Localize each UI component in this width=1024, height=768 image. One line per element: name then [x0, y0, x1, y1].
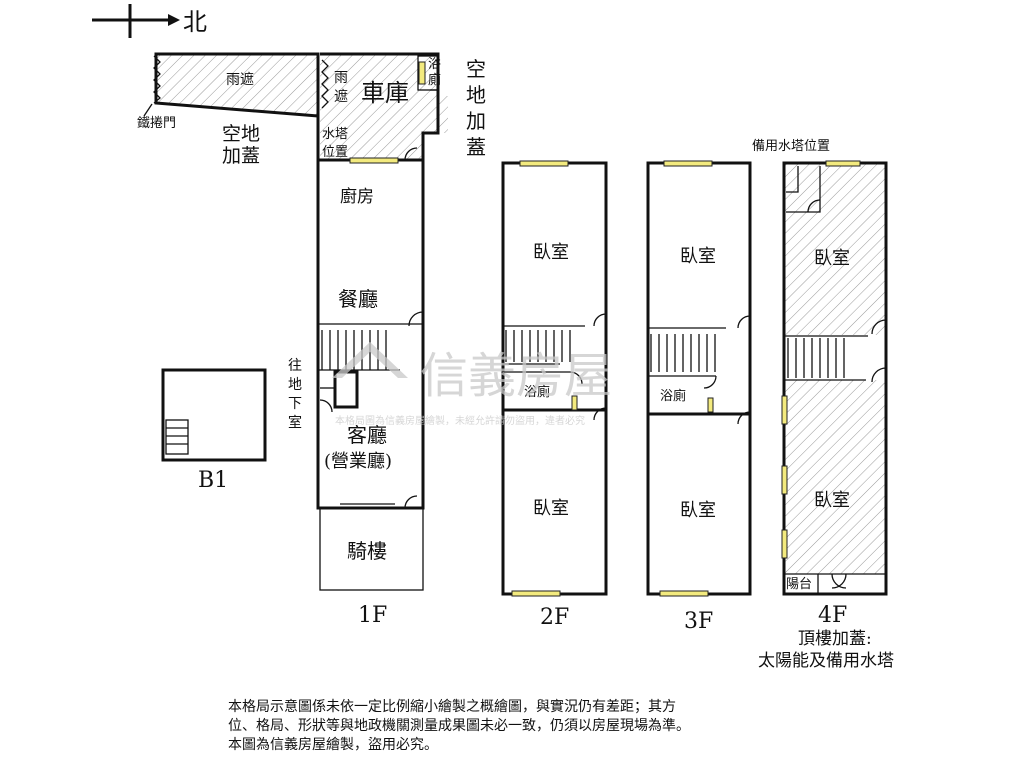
label-vacant-right-4: 蓋 [466, 135, 486, 159]
label-floor-2f: 2F [540, 605, 569, 630]
label-2f-bedroom-bottom: 臥室 [533, 498, 569, 519]
floor-b1 [161, 368, 267, 462]
label-vacant-right-3: 加 [466, 109, 486, 133]
label-3f-bedroom-top: 臥室 [680, 246, 716, 267]
label-vacant-left-2: 加蓋 [222, 145, 260, 167]
house-logo-icon [332, 342, 408, 378]
label-roof-note-2: 太陽能及備用水塔 [758, 651, 894, 671]
floor-4f [781, 160, 888, 596]
label-bath-1f-1: 浴 [428, 57, 441, 72]
label-to-basement-1: 往 [288, 358, 302, 374]
label-to-basement-3: 下 [288, 396, 302, 412]
label-floor-1f: 1F [358, 603, 387, 628]
label-4f-bedroom-top: 臥室 [814, 248, 850, 269]
label-canopy-left: 雨遮 [226, 72, 254, 88]
label-iron-door: 鐵捲門 [137, 115, 176, 131]
label-vacant-right-1: 空 [466, 57, 486, 81]
disclaimer-line-1: 本格局示意圖係未依一定比例縮小繪製之概繪圖，與實況仍有差距；其方 [228, 699, 676, 715]
label-water-tower-1: 水塔 [322, 127, 348, 142]
label-4f-balcony: 陽台 [786, 577, 812, 592]
label-floor-b1: B1 [198, 468, 228, 493]
north-arrow-icon [92, 4, 180, 38]
label-water-tower-2: 位置 [322, 145, 348, 160]
label-kitchen: 廚房 [340, 186, 374, 207]
label-3f-bath: 浴廁 [660, 388, 686, 404]
floor-1f [143, 52, 448, 591]
label-3f-bedroom-bottom: 臥室 [680, 500, 716, 521]
label-to-basement-2: 地 [288, 377, 302, 393]
label-2f-bath: 浴廁 [524, 384, 550, 400]
north-label: 北 [183, 8, 207, 36]
label-floor-4f: 4F [818, 603, 847, 628]
label-vacant-right-2: 地 [466, 83, 486, 107]
floor-2f [501, 160, 608, 597]
label-arcade: 騎樓 [347, 539, 387, 563]
label-4f-bedroom-bottom: 臥室 [814, 490, 850, 511]
label-roof-note-1: 頂樓加蓋: [798, 629, 872, 649]
label-4f-spare-tower: 備用水塔位置 [752, 138, 830, 154]
label-canopy-mid-1: 雨 [334, 70, 348, 86]
watermark: 信義房屋 本格局圖為信義房屋繪製，未經允許請勿盜用，違者必究 [332, 342, 612, 427]
label-to-basement-4: 室 [288, 414, 302, 431]
disclaimer: 本格局示意圖係未依一定比例縮小繪製之概繪圖，與實況仍有差距；其方 位、格局、形狀… [228, 698, 828, 755]
disclaimer-line-3: 本圖為信義房屋繪製，盜用必究。 [228, 737, 438, 753]
label-canopy-mid-2: 遮 [334, 89, 348, 105]
label-dining: 餐廳 [338, 287, 378, 311]
floor-3f [646, 160, 752, 597]
label-garage: 車庫 [361, 79, 409, 107]
watermark-brand: 信義房屋 [420, 348, 612, 404]
label-floor-3f: 3F [684, 609, 713, 634]
watermark-notice: 本格局圖為信義房屋繪製，未經允許請勿盜用，違者必究 [335, 414, 585, 427]
label-vacant-left-1: 空地 [222, 123, 260, 145]
label-2f-bedroom-top: 臥室 [533, 242, 569, 263]
label-living: 客廳 [347, 423, 387, 447]
label-living-sub: (營業廳) [324, 451, 392, 472]
disclaimer-line-2: 位、格局、形狀等與地政機關測量成果圖未必一致，仍須以房屋現場為準。 [228, 718, 690, 734]
label-bath-1f-2: 廁 [428, 72, 441, 88]
